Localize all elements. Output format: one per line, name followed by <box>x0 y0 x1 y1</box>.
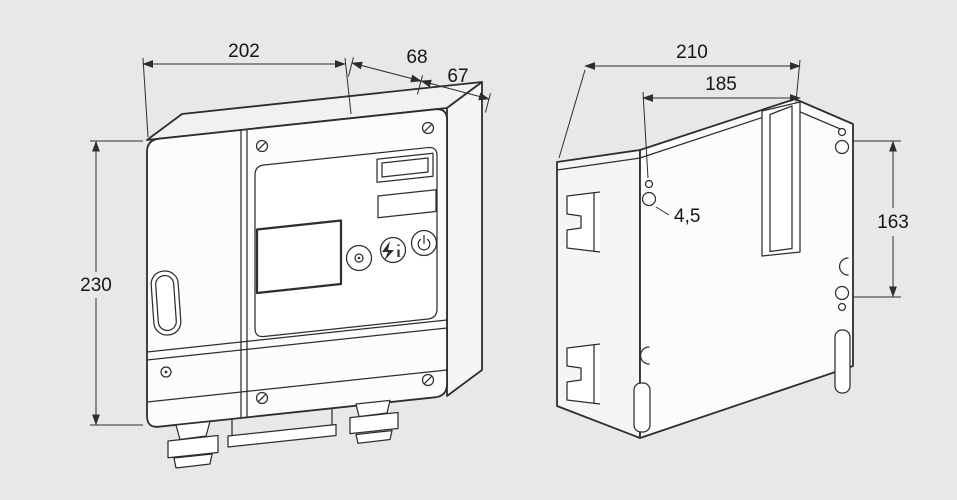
dim-height: 230 <box>80 140 143 426</box>
pilot-hole <box>837 127 847 137</box>
info-button <box>379 236 407 264</box>
corner-screw <box>255 391 269 405</box>
mounting-hole-bottom-right <box>834 285 850 312</box>
gland-body <box>349 411 399 435</box>
mounting-hole <box>641 191 657 207</box>
cable-glands <box>167 399 399 469</box>
screw-center <box>164 370 168 374</box>
viewing-window-inner <box>155 274 177 332</box>
status-window-inner <box>381 157 429 178</box>
dim-height-label: 230 <box>80 275 112 296</box>
housing-groove <box>146 319 448 353</box>
din-slot-outer <box>761 101 801 257</box>
gland-body <box>167 434 219 459</box>
dim-width-holes: 185 <box>642 74 801 179</box>
rear-view: 210 185 4,5 163 <box>556 42 909 439</box>
dim-width-label: 202 <box>228 41 260 62</box>
dimension-line <box>351 61 422 83</box>
label-window <box>377 189 437 219</box>
dim-width-holes-label: 185 <box>705 74 737 95</box>
button-dot <box>357 256 361 260</box>
dim-depth: 68 67 <box>347 47 491 113</box>
housing-groove <box>146 327 448 361</box>
screw-slot <box>424 376 432 384</box>
mounting-clip-upper <box>566 191 601 253</box>
mounting-hole <box>834 285 850 301</box>
pilot-hole <box>837 302 847 312</box>
gland-cap <box>173 453 213 469</box>
screw-slot <box>258 142 266 150</box>
viewing-window-outer <box>150 270 182 336</box>
extension-line <box>558 69 586 159</box>
dim-height-holes: 163 <box>852 140 909 298</box>
cable-hook <box>640 346 650 365</box>
reset-button <box>345 244 373 272</box>
dim-hole-diameter: 4,5 <box>655 206 700 227</box>
housing-groove <box>146 369 448 403</box>
lightning-icon <box>382 241 394 261</box>
dim-height-holes-label: 163 <box>877 212 909 233</box>
iso-view: 202 68 67 230 <box>80 41 491 469</box>
dim-depth-front-label: 68 <box>406 47 427 68</box>
extension-line <box>344 57 352 115</box>
dim-depth-rear-label: 67 <box>447 66 468 87</box>
pilot-hole <box>644 179 654 189</box>
corner-screw <box>421 373 435 387</box>
corner-screw <box>255 139 269 153</box>
housing-screw <box>160 366 172 378</box>
dim-width-overall-label: 210 <box>676 42 708 63</box>
corner-screw <box>421 121 435 135</box>
mounting-hole-top-right <box>834 127 850 155</box>
dim-hole-diameter-label: 4,5 <box>674 206 700 227</box>
vent-slot <box>633 382 651 433</box>
din-slot-inner <box>769 105 793 253</box>
mounting-hole-top-left <box>641 179 657 207</box>
dim-width-overall: 210 <box>558 42 801 159</box>
status-window-outer <box>376 152 434 183</box>
gland-neck <box>355 399 391 418</box>
gland-cap <box>355 429 393 444</box>
viewing-window <box>150 270 182 336</box>
clip-outline <box>566 343 601 405</box>
button-inner-ring <box>354 253 364 263</box>
screw-slot <box>258 394 266 402</box>
screw-slot <box>424 124 432 132</box>
mounting-hole <box>834 139 850 155</box>
rear-body <box>556 98 854 439</box>
leader-line <box>655 206 670 216</box>
dimension-line <box>420 79 490 101</box>
extension-line <box>347 57 354 77</box>
power-icon <box>417 238 431 251</box>
control-panel <box>254 146 438 338</box>
mounting-clip-lower <box>566 343 601 405</box>
bottom-rail <box>227 423 337 448</box>
power-button <box>410 229 438 257</box>
extension-line <box>642 91 649 179</box>
extension-line <box>142 57 149 138</box>
cable-hook <box>839 257 849 276</box>
dim-width: 202 <box>142 41 352 138</box>
gland-neck <box>175 420 211 441</box>
vent-slot <box>834 329 851 394</box>
top-edge-inner <box>556 107 846 171</box>
clip-outline <box>566 191 601 253</box>
display-screen <box>255 219 343 295</box>
right-side-face <box>446 81 483 397</box>
